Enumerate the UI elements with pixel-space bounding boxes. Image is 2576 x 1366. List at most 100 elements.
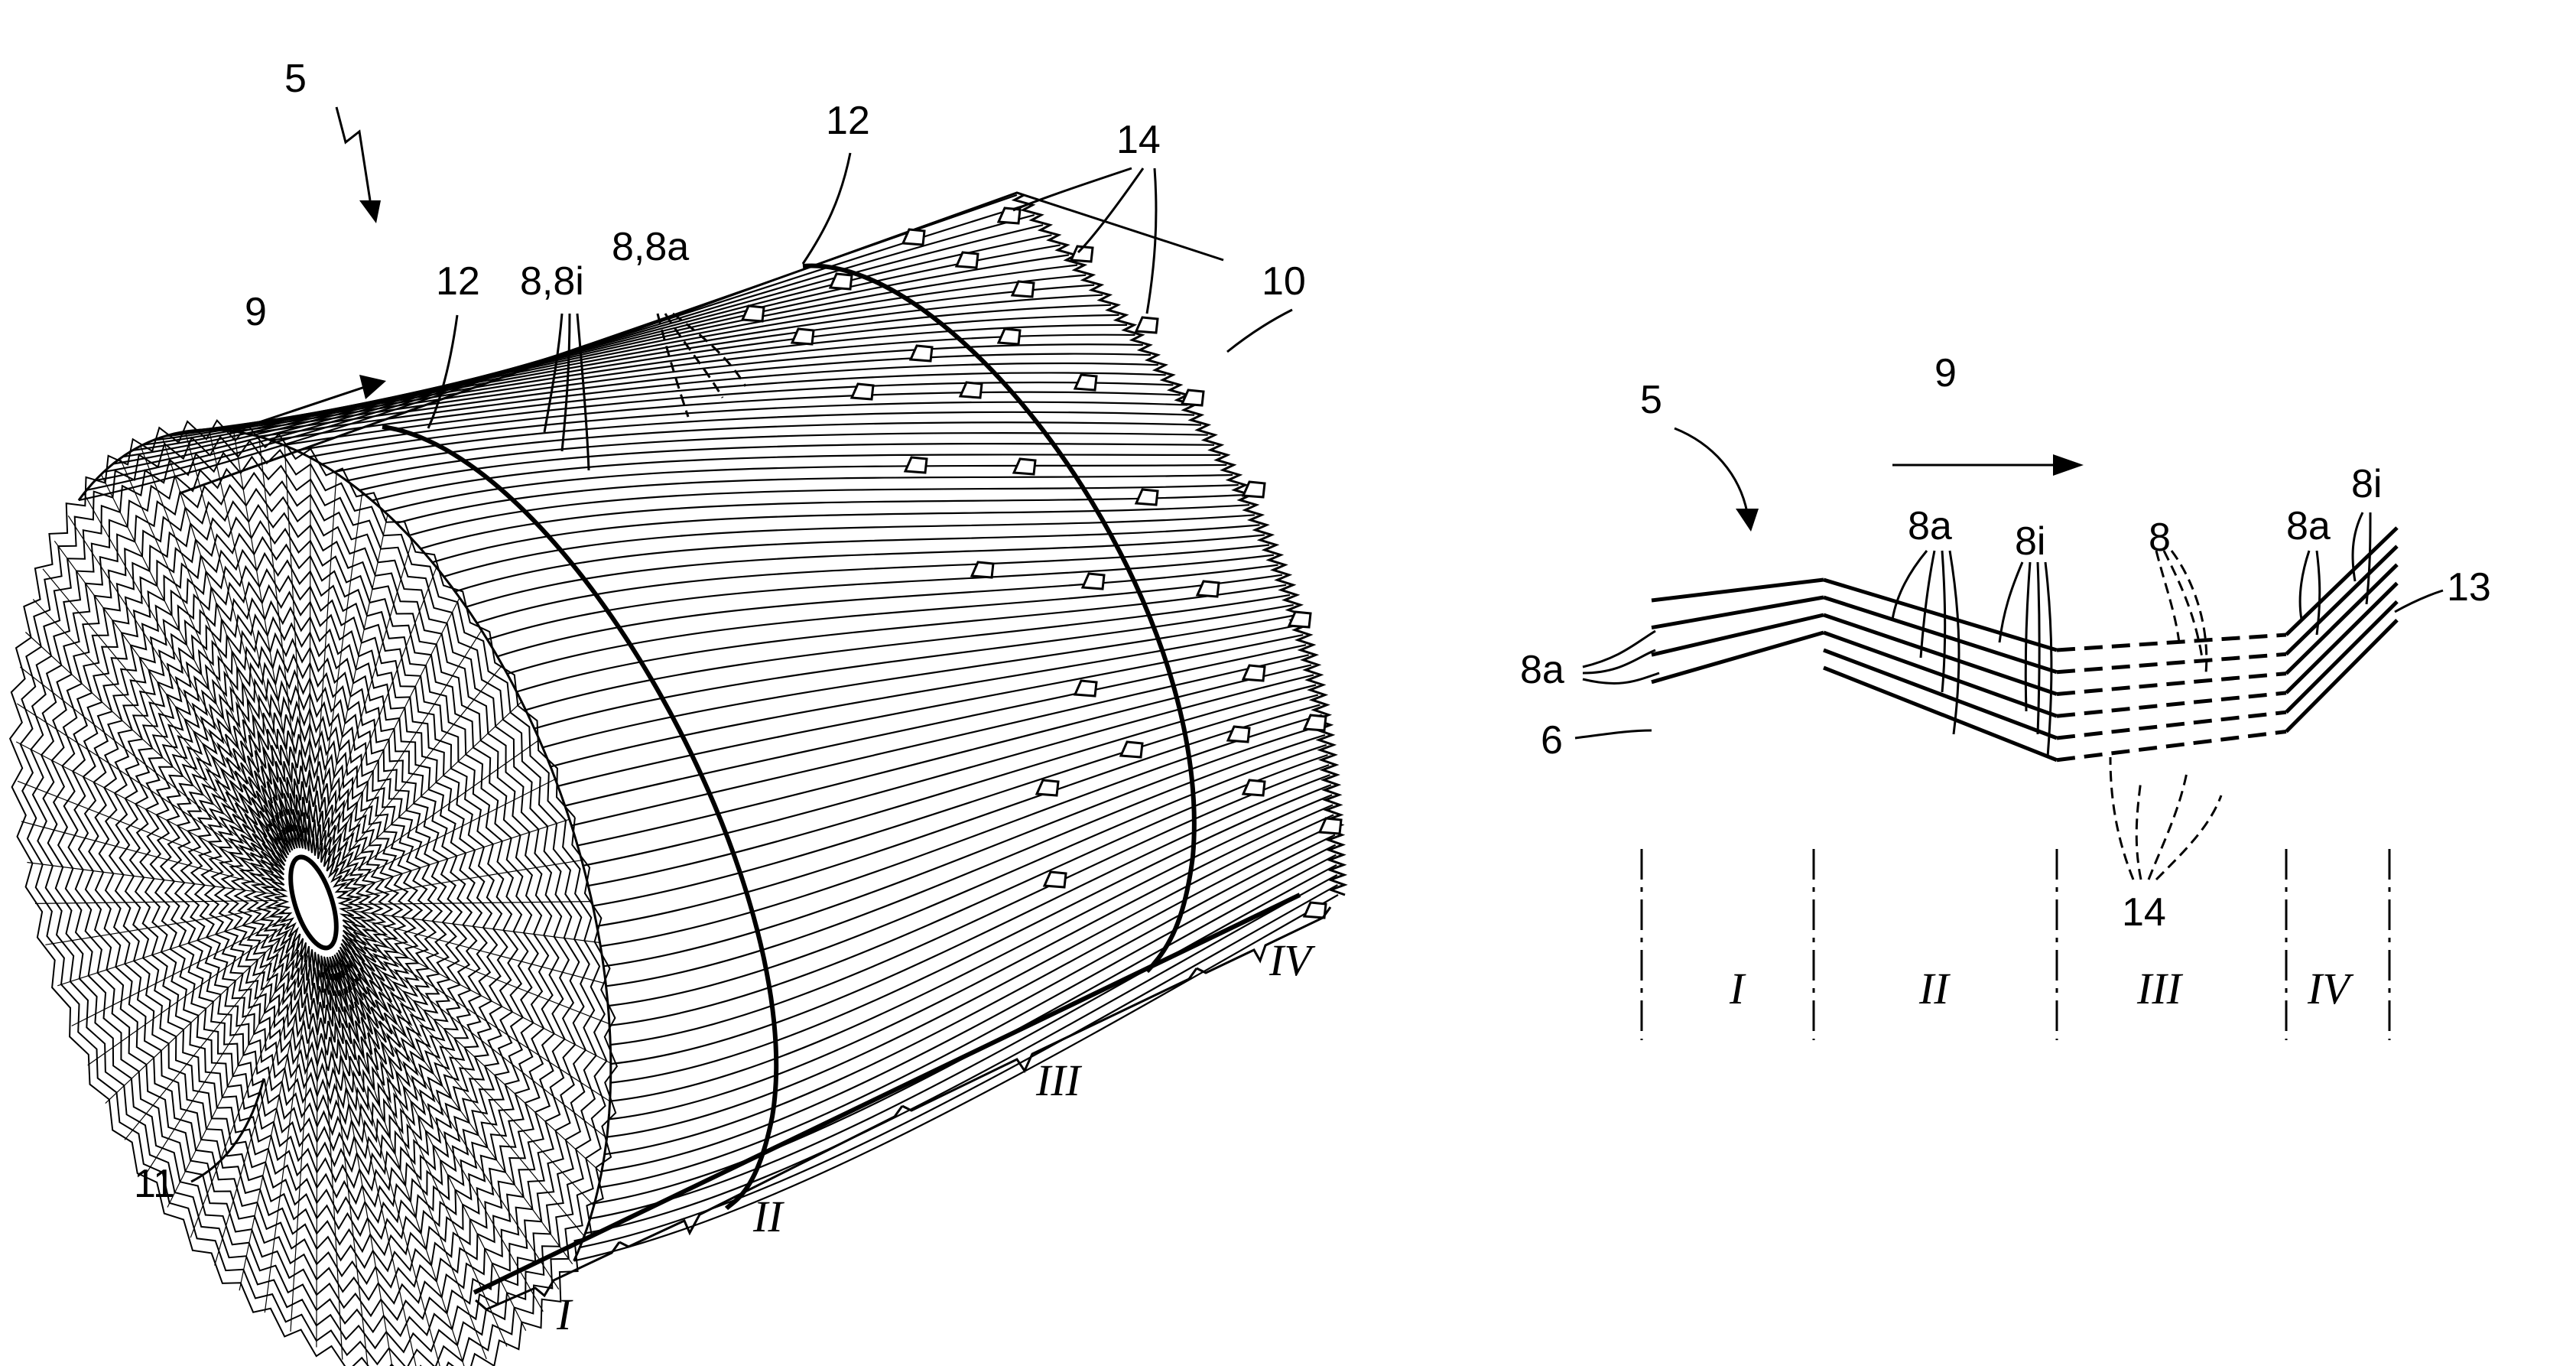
fibre-line [603,725,1324,967]
adhesive-dot [999,208,1020,223]
spiral-spoke [209,430,297,837]
label-13: 13 [2447,565,2491,610]
adhesive-dot [1075,375,1096,390]
fibre-line [359,444,1214,490]
zone-label-IV-right: IV [2307,964,2354,1013]
leader-12-rear [803,153,850,264]
wound-roll-figure: 5 9 12 12 8,8i 8,8a 14 10 11 I II III IV [10,57,1345,1366]
fibre-line [455,525,1259,591]
fibre-line [595,855,1337,1204]
label-8a-right: 8a [2286,504,2331,548]
label-8-8i: 8,8i [520,259,584,304]
leader-8a-mid-2 [1921,551,1934,658]
zone-label-IV: IV [1269,935,1316,985]
arrowhead-5 [359,200,381,223]
layer-segment-I [1652,633,1824,682]
leader-8a-left-1 [1583,631,1655,667]
leader-5 [336,107,370,200]
label-6: 6 [1541,718,1563,763]
zone-label-I: I [556,1290,573,1339]
adhesive-dot [1320,818,1341,834]
layer-segment-III [2057,674,2286,694]
fibre-line [571,655,1308,825]
zone-label-III-right: III [2136,964,2184,1013]
adhesive-dot [1304,715,1326,730]
label-11: 11 [134,1162,175,1206]
label-5-right: 5 [1640,378,1662,422]
layer-segment-II [1824,650,2057,738]
spiral-spoke [21,821,279,889]
adhesive-dot [1304,903,1326,918]
label-8i-right: 8i [2351,462,2382,506]
fibre-line [590,865,1337,1218]
leader-14-right-2 [2136,780,2141,880]
leader-8a-right-2 [2317,551,2320,635]
top-silhouette [180,193,1223,493]
adhesive-dot [1037,780,1058,795]
marker-ring-front [382,427,776,1208]
leader-8i-mid-4 [2045,562,2051,757]
adhesive-dot [1136,317,1158,333]
label-12-rear: 12 [826,99,870,143]
adhesive-dot [1012,281,1034,297]
leader-8-dashed-1 [2156,551,2179,642]
zone-label-I-right: I [1729,964,1746,1013]
leader-13 [2395,590,2443,612]
adhesive-dot [1075,681,1096,696]
leader-8i-mid-2 [2025,562,2030,711]
adhesive-dot [1243,780,1265,795]
adhesive-dot [1014,459,1035,474]
leader-14-a [1013,168,1132,210]
leader-6 [1575,730,1652,738]
leader-10 [1227,310,1292,352]
layer-section-figure: 5 9 8a 6 8a 8i 8 8a 8i 13 14 I II III IV [1520,351,2491,1040]
label-10: 10 [1262,259,1306,304]
arrowhead-9-right [2053,454,2084,476]
adhesive-dot [1243,665,1265,681]
leader-14-right-4 [2156,795,2221,880]
adhesive-dot [905,457,927,473]
fibre-line [602,835,1335,1172]
fibre-line [606,735,1325,986]
leader-8a-mid-3 [1942,551,1945,692]
adhesive-dot [1136,489,1158,505]
layer-segment-III [2057,635,2286,650]
label-14-right: 14 [2122,890,2166,935]
label-9: 9 [245,290,267,334]
adhesive-dot [792,329,814,344]
adhesive-dot [1197,581,1219,597]
spiral-spoke [348,916,606,984]
adhesive-dot [1083,574,1104,589]
layer-segment-II [1824,580,2057,650]
layer-segment-I [1652,580,1824,600]
label-8i-mid: 8i [2015,519,2045,564]
adhesive-dot [911,346,932,361]
label-9-right: 9 [1934,351,1957,395]
fibre-line [588,685,1316,886]
fibre-line [443,515,1255,577]
adhesive-dot [1182,390,1204,405]
spiral-spoke [101,474,285,841]
leader-14-right-3 [2149,772,2187,880]
leader-14-right-1 [2110,757,2133,880]
spiral-spoke [43,569,279,854]
layer-segment-II [1824,597,2057,672]
fibre-line [585,875,1337,1234]
arrowhead-5-right [1736,509,1759,532]
spiral-spoke [348,951,584,1236]
label-8-dashed: 8 [2149,516,2171,560]
fibre-line [597,705,1320,926]
fibre-line [605,825,1334,1155]
layer-segment-III [2057,693,2286,716]
spiral-spoke [88,923,289,1065]
layer-segment-I [1652,597,1824,628]
spiral-spoke [342,964,526,1331]
zone-label-II-right: II [1918,964,1951,1013]
fibre-line [609,805,1333,1119]
adhesive-dot [1228,727,1249,742]
layer-segment-I [1652,615,1824,655]
zone-label-III: III [1035,1055,1083,1105]
label-12-front: 12 [436,259,480,304]
leader-8i-right-1 [2353,512,2363,581]
